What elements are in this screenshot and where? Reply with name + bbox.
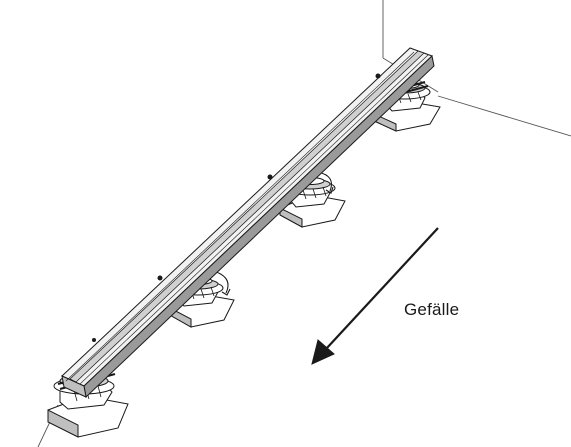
clip-lower-middle [157, 275, 163, 281]
aluminium-rail [61, 47, 435, 399]
slope-arrow [311, 227, 439, 365]
slope-label: Gefälle [404, 300, 460, 319]
clip-upper-middle [267, 174, 273, 180]
slope-arrow-shaft [325, 227, 439, 350]
clip-far [375, 73, 381, 79]
clip-near [92, 338, 96, 342]
slope-arrow-head [311, 339, 335, 365]
rail-end-cap [61, 375, 87, 398]
rail-groove [69, 50, 425, 383]
floor-left-edge [0, 66, 200, 200]
rail-side-face [83, 55, 435, 399]
floor-right-edge [437, 95, 571, 137]
rail-clips [92, 73, 381, 342]
